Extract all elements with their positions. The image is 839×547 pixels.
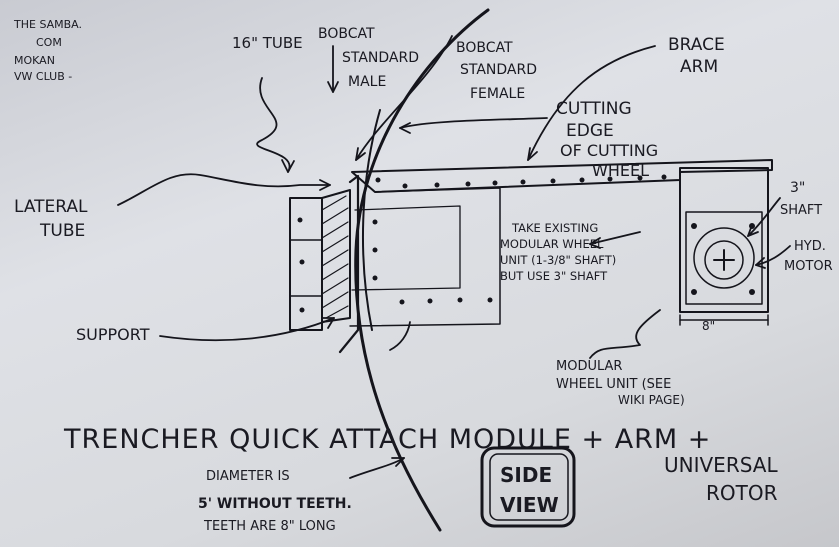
side-view-label: VIEW: [500, 493, 559, 517]
lateral-tube-label: TUBE: [39, 221, 85, 241]
shaft-center-icon: [713, 249, 735, 271]
shaft-3-label: 3": [790, 180, 805, 196]
modular-wheel-label: MODULAR: [556, 359, 622, 374]
corner-note-line: THE SAMBA.: [13, 18, 82, 31]
title-line-2: ROTOR: [706, 481, 778, 505]
modular-wheel-label: WIKI PAGE): [618, 393, 685, 407]
brace-arm-label: ARM: [680, 57, 718, 77]
corner-note-line: MOKAN: [14, 54, 55, 67]
side-view-label: SIDE: [500, 463, 552, 487]
corner-note-line: VW CLUB -: [14, 70, 72, 83]
hyd-motor-label: MOTOR: [784, 259, 833, 274]
hyd-motor-label: HYD.: [794, 239, 826, 254]
side-view-stamp: SIDE VIEW: [480, 446, 576, 528]
diameter-note: DIAMETER IS: [206, 469, 290, 484]
corner-note-line: COM: [36, 36, 62, 49]
shaft-3-label: SHAFT: [780, 203, 822, 218]
bobcat-female-label: STANDARD: [460, 62, 537, 78]
title-line-1: TRENCHER QUICK ATTACH MODULE + ARM +: [63, 424, 711, 455]
tube-16-label: 16" TUBE: [232, 34, 303, 52]
bolt-holes: [372, 174, 667, 305]
cutting-edge-label: WHEEL: [592, 161, 649, 180]
cutting-wheel-arc: [354, 8, 490, 532]
title-line-2: UNIVERSAL: [664, 453, 778, 477]
bobcat-male-label: STANDARD: [342, 50, 419, 66]
take-existing-note: TAKE EXISTING: [511, 221, 598, 235]
dimension-8-label: 8": [702, 319, 715, 333]
leader-lines: [117, 35, 791, 479]
cutting-edge-label: EDGE: [566, 121, 614, 141]
quick-attach-plate: [289, 174, 360, 354]
modular-wheel-unit: [679, 167, 769, 326]
bobcat-female-label: BOBCAT: [456, 40, 513, 56]
take-existing-note: BUT USE 3" SHAFT: [500, 269, 608, 283]
bobcat-female-label: FEMALE: [470, 86, 525, 102]
take-existing-note: UNIT (1-3/8" SHAFT): [500, 253, 616, 267]
bobcat-male-label: MALE: [348, 74, 386, 90]
diameter-note: 5' WITHOUT TEETH.: [198, 496, 352, 512]
labels: 16" TUBE BOBCAT STANDARD MALE BOBCAT STA…: [14, 26, 833, 534]
hatching: [321, 195, 349, 319]
cutting-wheel-arc-inner: [362, 109, 381, 331]
lateral-tube-label: LATERAL: [14, 197, 88, 217]
diameter-note: TEETH ARE 8" LONG: [203, 519, 336, 534]
brace-arm-label: BRACE: [668, 35, 725, 55]
support-label: SUPPORT: [76, 325, 150, 344]
cutting-edge-label: OF CUTTING: [560, 141, 658, 160]
modular-wheel-label: WHEEL UNIT (SEE: [556, 377, 671, 392]
cutting-edge-label: CUTTING: [556, 99, 632, 119]
bobcat-male-label: BOBCAT: [318, 26, 375, 42]
take-existing-note: MODULAR WHEEL: [500, 237, 604, 251]
corner-note: THE SAMBA. COM MOKAN VW CLUB -: [13, 18, 82, 83]
